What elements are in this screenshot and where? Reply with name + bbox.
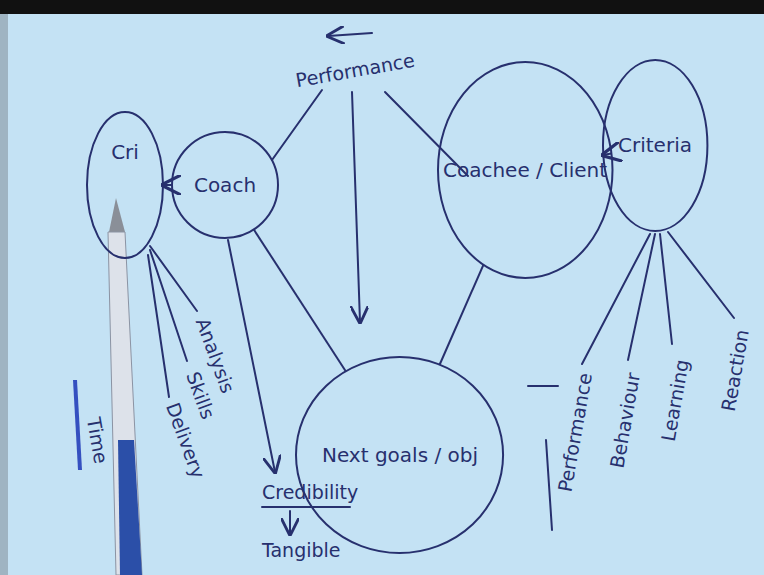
blank-line bbox=[546, 440, 552, 530]
dark-band bbox=[0, 0, 764, 14]
connector bbox=[440, 265, 484, 365]
connector bbox=[163, 184, 172, 186]
level-label: Behaviour bbox=[607, 371, 644, 470]
ellipse-outline bbox=[296, 357, 503, 553]
outline bbox=[85, 110, 165, 260]
pen-barrel bbox=[108, 232, 142, 575]
coachee-oval: Coachee / Client bbox=[436, 60, 615, 280]
criteria-oval: Cri bbox=[85, 110, 165, 260]
branch-line bbox=[148, 255, 169, 397]
goals-oval: Next goals / obj bbox=[294, 355, 505, 555]
credibility-arrow bbox=[228, 240, 275, 472]
node-text: Coachee / Client bbox=[443, 158, 607, 182]
level-label: Reaction bbox=[717, 327, 752, 412]
ellipse-outline bbox=[172, 132, 278, 238]
ellipse-outline bbox=[87, 112, 163, 258]
performance-arrow bbox=[352, 92, 360, 322]
node-text: Coach bbox=[194, 173, 256, 197]
coach-circle: Coach bbox=[170, 130, 280, 240]
performance-line bbox=[272, 90, 322, 160]
branch-line bbox=[150, 246, 197, 311]
ellipse-outline bbox=[438, 62, 613, 278]
level-label: Performance bbox=[554, 371, 595, 493]
ellipse-outline bbox=[603, 60, 707, 231]
node-text: Criteria bbox=[618, 133, 692, 157]
pen-tip bbox=[109, 198, 125, 232]
branch-line bbox=[668, 232, 734, 318]
branch-line bbox=[660, 234, 672, 344]
highlight-mark bbox=[75, 380, 80, 470]
node-text: Next goals / obj bbox=[322, 443, 478, 467]
connector bbox=[254, 230, 346, 372]
credibility-label: Credibility bbox=[262, 482, 358, 503]
tangible-label: Tangible bbox=[262, 540, 341, 561]
branch-line bbox=[628, 234, 655, 360]
node-text: Cri bbox=[111, 140, 139, 164]
top-arrow bbox=[328, 33, 372, 36]
tangible-arrow bbox=[289, 511, 291, 534]
blank-line bbox=[528, 385, 558, 387]
criteria-cloud: Criteria bbox=[601, 58, 709, 233]
level-label: Learning bbox=[657, 358, 692, 443]
branch-line bbox=[582, 234, 650, 364]
underline bbox=[262, 506, 350, 508]
performance-label: Performance bbox=[294, 49, 416, 90]
criterion-label: Time bbox=[82, 415, 111, 464]
connector bbox=[603, 153, 611, 155]
paper-edge bbox=[0, 14, 8, 575]
pen-cap bbox=[118, 440, 142, 575]
